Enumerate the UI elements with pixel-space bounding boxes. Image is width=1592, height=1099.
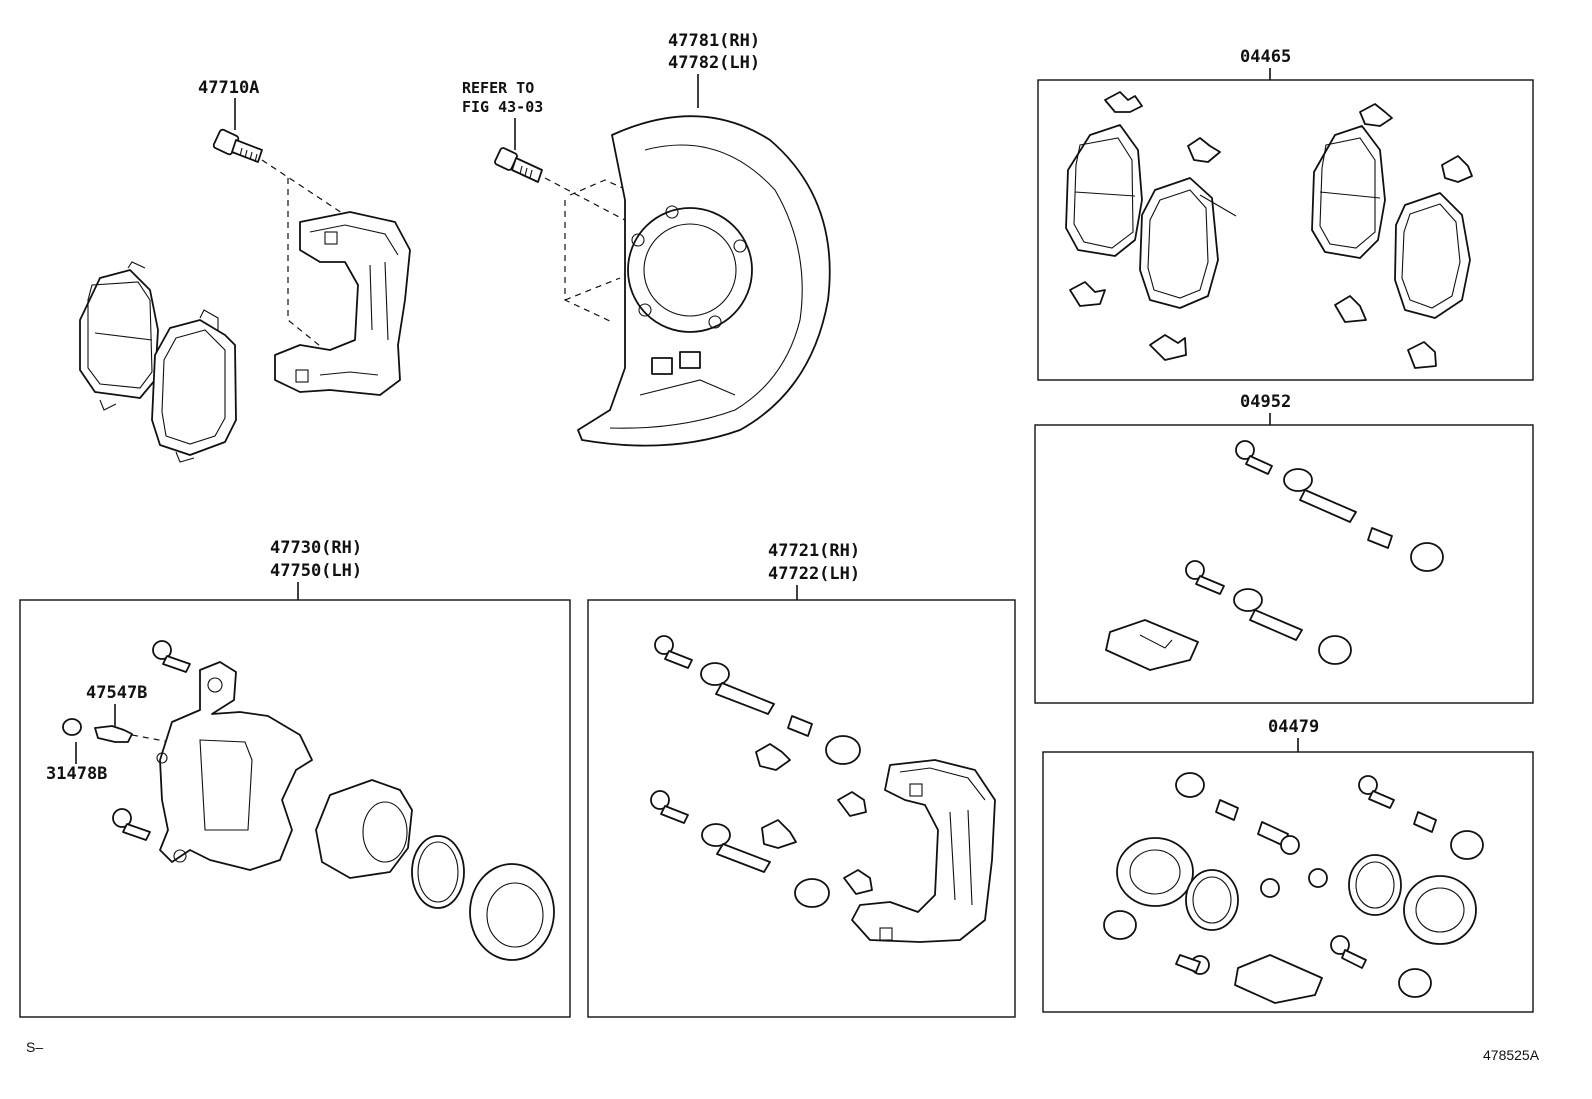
label-refer-line1: REFER TO — [462, 79, 534, 97]
bracket-bolt-illustration — [212, 128, 263, 163]
part-label-47730-47750[interactable]: 47730(RH) 47750(LH) — [270, 538, 362, 581]
label-04465: 04465 — [1240, 47, 1291, 67]
pad-kit-box — [1037, 79, 1534, 381]
label-refer-line2: FIG 43-03 — [462, 98, 543, 116]
label-47730-rh: 47730(RH) — [270, 538, 362, 558]
part-label-47547B[interactable]: 47547B — [86, 683, 147, 703]
mounting-box — [587, 599, 1016, 1018]
part-label-04465[interactable]: 04465 — [1240, 47, 1291, 67]
pad-kit-illustration — [1065, 91, 1473, 369]
label-04952: 04952 — [1240, 392, 1291, 412]
mounting-illustration — [650, 635, 996, 943]
brake-pad-outer-illustration — [79, 261, 159, 411]
caliper-cylinder-illustration — [62, 640, 555, 961]
label-47781-rh: 47781(RH) — [668, 31, 760, 51]
part-label-31478B[interactable]: 31478B — [46, 764, 107, 784]
caliper-cylinder-box — [19, 599, 571, 1018]
cylinder-kit-box — [1042, 751, 1534, 1013]
part-label-04479[interactable]: 04479 — [1268, 717, 1319, 737]
part-label-47781-47782[interactable]: 47781(RH) 47782(LH) — [668, 31, 760, 73]
label-47782-lh: 47782(LH) — [668, 53, 760, 73]
cylinder-kit-illustration — [1103, 772, 1484, 1004]
footer-left-code: S– — [26, 1039, 43, 1055]
label-47710A: 47710A — [198, 78, 259, 98]
caliper-bracket-illustration — [274, 211, 411, 396]
label-31478B: 31478B — [46, 764, 107, 784]
part-label-47721-47722[interactable]: 47721(RH) 47722(LH) — [768, 541, 860, 584]
part-label-04952[interactable]: 04952 — [1240, 392, 1291, 412]
part-label-47710A[interactable]: 47710A — [198, 78, 259, 98]
label-47750-lh: 47750(LH) — [270, 561, 362, 581]
label-04479: 04479 — [1268, 717, 1319, 737]
label-47547B: 47547B — [86, 683, 147, 703]
footer-figure-number: 478525A — [1483, 1047, 1540, 1063]
brake-pad-inner-illustration — [151, 309, 237, 463]
label-47722-lh: 47722(LH) — [768, 564, 860, 584]
guide-kit-illustration — [1105, 440, 1444, 671]
label-47721-rh: 47721(RH) — [768, 541, 860, 561]
dust-cover-illustration — [577, 115, 831, 447]
dust-cover-bolt-illustration — [494, 147, 543, 183]
guide-kit-box — [1034, 424, 1534, 704]
